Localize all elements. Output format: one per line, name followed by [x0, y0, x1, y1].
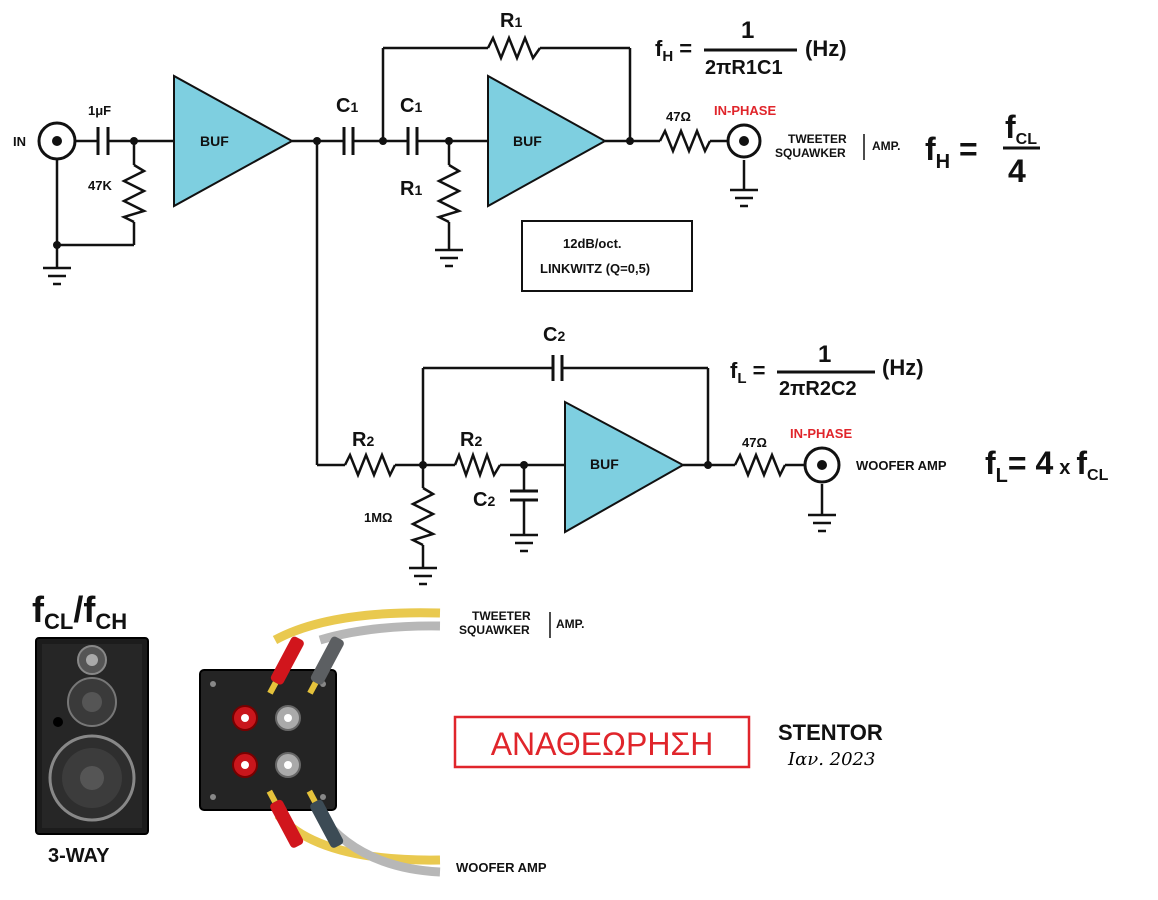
lp-out-label: WOOFER AMP: [856, 458, 947, 473]
c1-second-label: C1: [400, 95, 422, 117]
wires: [55, 46, 824, 568]
fl-formula-unit: (Hz): [882, 355, 924, 380]
hp-out-res-label: 47Ω: [666, 109, 691, 124]
fh-formula-unit: (Hz): [805, 36, 847, 61]
fh-ratio-lhs: fH =: [925, 131, 978, 173]
rca-connectors: [37, 121, 841, 484]
speaker-cabinet-image: [35, 637, 149, 835]
lp-in-phase-label: IN-PHASE: [790, 426, 852, 441]
lp-out-res-label: 47Ω: [742, 435, 767, 450]
speaker-terminal-image: [199, 608, 441, 877]
fl-formula-num: 1: [818, 341, 831, 368]
fh-formula-den: 2πR1C1: [705, 57, 783, 79]
c1-first-label: C1: [336, 95, 358, 117]
stamp-text: ΑΝΑΘΕΩΡΗΣΗ: [491, 726, 714, 762]
note-line2: LINKWITZ (Q=0,5): [540, 261, 650, 276]
speaker-caption: 3-WAY: [48, 845, 110, 867]
terminal-top-line1: TWEETER: [472, 609, 531, 623]
fh-ratio-den: 4: [1008, 153, 1026, 189]
terminal-top-amp: AMP.: [556, 617, 584, 631]
speaker-section: fCL/fCH 3-WAY: [32, 589, 149, 867]
input-res-label: 47K: [88, 178, 112, 193]
note-line1: 12dB/oct.: [563, 236, 622, 251]
circuit-labels: IN 1μF 47K BUF BUF BUF R1 C1 C1 R1 47Ω I…: [13, 10, 1109, 525]
terminal-bottom-label: WOOFER AMP: [456, 860, 547, 875]
speaker-title: fCL/fCH: [32, 589, 127, 634]
fh-formula-lhs: fH =: [655, 36, 692, 65]
buffer3-label: BUF: [590, 456, 619, 472]
fh-ratio-num: fCL: [1005, 109, 1037, 148]
c2-shunt-label: C2: [473, 489, 495, 511]
input-label: IN: [13, 134, 26, 149]
fl-formula-den: 2πR2C2: [779, 378, 857, 400]
terminal-labels: TWEETER SQUAWKER AMP. WOOFER AMP: [456, 609, 584, 875]
fl-formula-lhs: fL =: [730, 358, 765, 387]
note-box: [521, 220, 693, 292]
buffer2-label: BUF: [513, 133, 542, 149]
resistor-symbols: [120, 34, 787, 547]
c2-feedback-label: C2: [543, 324, 565, 346]
r2-second-label: R2: [460, 429, 482, 451]
buffer1-label: BUF: [200, 133, 229, 149]
hp-in-phase-label: IN-PHASE: [714, 103, 776, 118]
r1-feedback-label: R1: [500, 10, 522, 32]
bias-res-label: 1MΩ: [364, 510, 392, 525]
hp-out-line2: SQUAWKER: [775, 146, 846, 160]
r1-shunt-label: R1: [400, 178, 422, 200]
junction-dots: [53, 137, 712, 469]
stamp-date: Ιαν. 2023: [787, 749, 875, 770]
terminal-top-line2: SQUAWKER: [459, 623, 530, 637]
buffer-triangles: [173, 74, 686, 534]
revision-stamp: ΑΝΑΘΕΩΡΗΣΗ: [453, 715, 751, 769]
hp-out-amp: AMP.: [872, 139, 900, 153]
fh-formula-num: 1: [741, 17, 754, 44]
r2-series-label: R2: [352, 429, 374, 451]
input-cap-label: 1μF: [88, 103, 111, 118]
ground-symbols: [43, 188, 836, 586]
capacitor-symbols: [96, 127, 564, 502]
hp-out-line1: TWEETER: [788, 132, 847, 146]
brand-logo: STENTOR: [778, 720, 883, 745]
fraction-bars: [704, 48, 1040, 374]
